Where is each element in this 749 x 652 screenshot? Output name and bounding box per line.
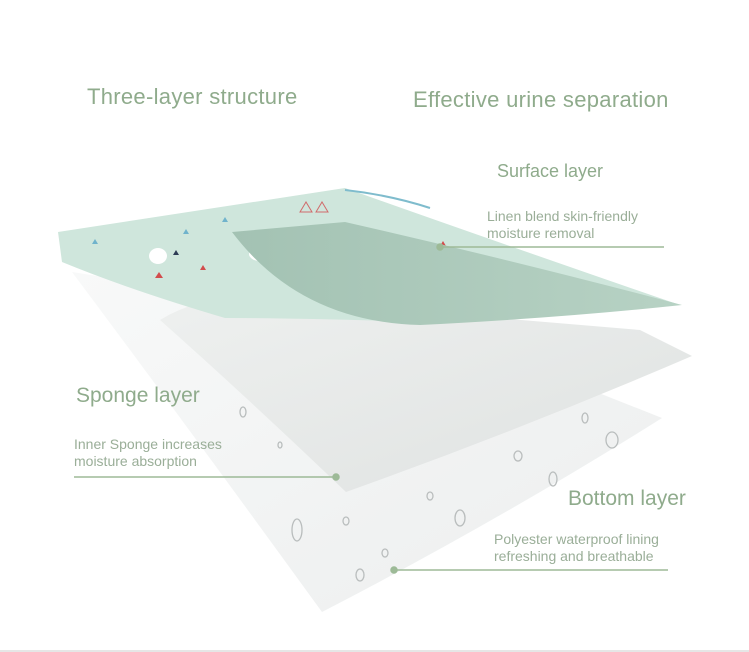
sponge-desc-line: moisture absorption [74,453,197,469]
curled-flap [232,222,682,325]
callout-lines [74,243,668,574]
bottom-layer-description: Polyester waterproof lining refreshing a… [494,531,659,565]
surface-layer-description: Linen blend skin-friendly moisture remov… [487,208,638,242]
footer-divider [0,650,749,652]
bottom-desc-line: refreshing and breathable [494,548,654,564]
sponge-layer-sheet [160,297,692,492]
sponge-desc-line: Inner Sponge increases [74,436,222,452]
surface-layer-sheet [58,188,682,325]
surface-layer-title: Surface layer [497,161,604,181]
sponge-layer-description: Inner Sponge increases moisture absorpti… [74,436,222,470]
bottom-desc-line: Polyester waterproof lining [494,531,659,547]
sponge-layer-title: Sponge layer [76,384,200,407]
heading-three-layer-structure: Three-layer structure [87,84,298,109]
heading-urine-separation: Effective urine separation [413,87,669,112]
surface-desc-line: moisture removal [487,225,595,241]
surface-desc-line: Linen blend skin-friendly [487,208,638,224]
bottom-layer-title: Bottom layer [568,487,686,510]
